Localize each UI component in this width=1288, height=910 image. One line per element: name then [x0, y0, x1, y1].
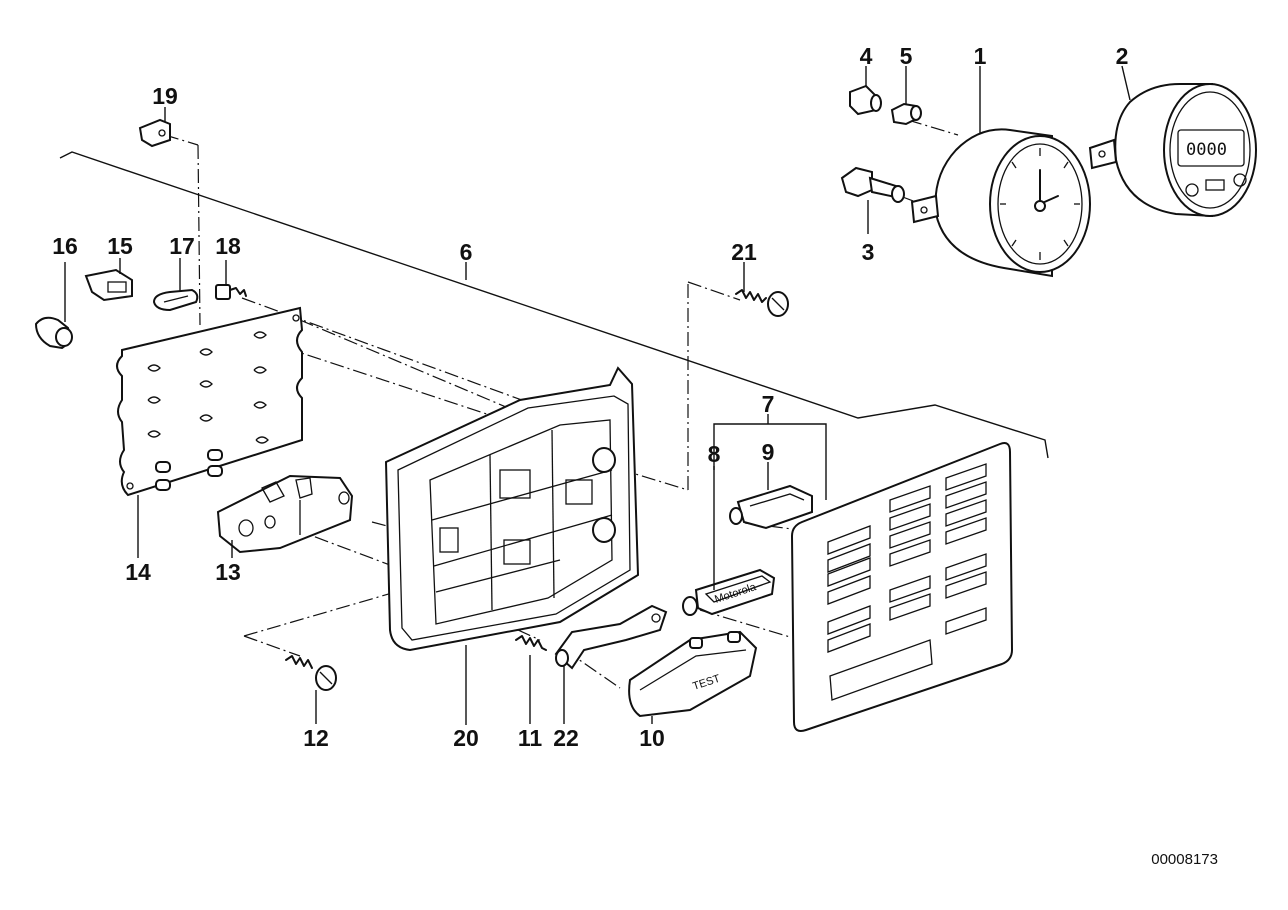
part-10-test-button: TEST	[628, 630, 758, 724]
callout-15: 15	[107, 233, 133, 259]
part-11-spring	[515, 635, 547, 724]
part-3-bolt	[840, 166, 905, 234]
callout-22: 22	[553, 725, 579, 751]
callout-18: 18	[215, 233, 241, 259]
callout-9: 9	[762, 439, 775, 465]
callout-21: 21	[731, 239, 757, 265]
part-21-screw	[735, 262, 789, 317]
part-19-clip	[138, 107, 171, 148]
callout-1: 1	[974, 43, 987, 69]
callout-16: 16	[52, 233, 78, 259]
part-7-bracket	[713, 414, 827, 500]
callout-10: 10	[639, 725, 665, 751]
part-13-connector	[216, 474, 354, 558]
part-12-screw	[285, 655, 337, 724]
callout-13: 13	[215, 559, 241, 585]
callout-6: 6	[460, 239, 473, 265]
callout-11: 11	[518, 725, 543, 751]
part-4-cap	[849, 66, 882, 116]
callout-4: 4	[860, 43, 873, 69]
callout-7: 7	[762, 391, 775, 417]
callout-2: 2	[1116, 43, 1129, 69]
diagram-reference-number: 00008173	[1151, 851, 1218, 868]
callout-17: 17	[169, 233, 195, 259]
digital-display: 0000	[1186, 140, 1227, 160]
part-16-button	[34, 262, 73, 350]
callout-19: 19	[152, 83, 178, 109]
part-15-switch	[84, 258, 133, 302]
callout-5: 5	[900, 43, 913, 69]
part-22-bracket	[554, 604, 668, 724]
cover-grille	[790, 442, 1014, 732]
part-20-housing	[384, 366, 640, 725]
part-1-analog-gauge	[910, 66, 1091, 278]
group-bracket-6	[59, 151, 1049, 459]
callout-20: 20	[453, 725, 479, 751]
part-2-digital-gauge: 0000	[1088, 65, 1257, 218]
part-5-bulb	[890, 66, 922, 126]
part-9-lens	[729, 462, 813, 530]
callout-8: 8	[708, 441, 721, 467]
part-8-motorola-module: Motorola	[682, 466, 776, 616]
part-14-circuit-board	[116, 306, 304, 558]
callout-3: 3	[862, 239, 875, 265]
callout-14: 14	[125, 559, 151, 585]
callout-12: 12	[303, 725, 329, 751]
part-18-screw	[215, 260, 247, 300]
part-17-lamp	[152, 258, 199, 312]
callouts: 1 2 3 4 5 6 7 8 9 10 11 12 13 14 15 16 1…	[52, 43, 1128, 751]
